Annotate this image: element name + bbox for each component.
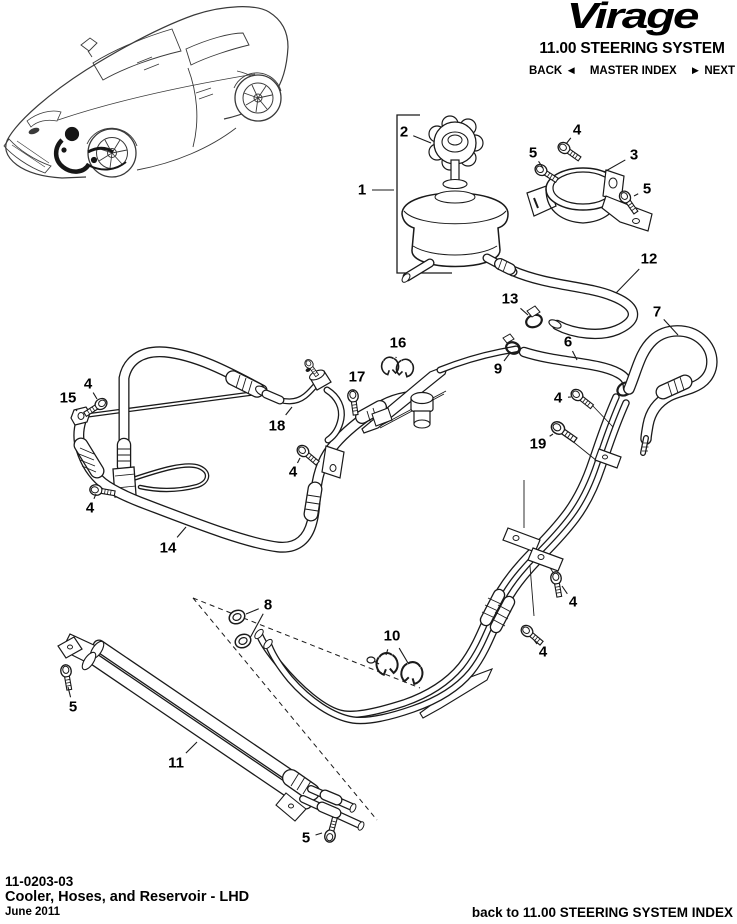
- callout-5: 5: [528, 144, 538, 162]
- leader-line-8: [249, 613, 264, 639]
- callout-18: 18: [268, 417, 286, 435]
- leader-line-4: [533, 639, 538, 645]
- footer-index-link[interactable]: back to 11.00 STEERING SYSTEM INDEX: [471, 905, 733, 920]
- document-title: Cooler, Hoses, and Reservoir - LHD: [5, 889, 250, 906]
- hose-clip-9: [502, 333, 521, 355]
- reservoir: [396, 114, 518, 283]
- callout-4: 4: [288, 463, 298, 481]
- leader-line-4: [296, 457, 301, 464]
- callout-9: 9: [493, 360, 503, 378]
- callout-2: 2: [399, 123, 409, 141]
- fasteners: [59, 139, 641, 844]
- leader-line-2: [413, 135, 432, 144]
- leader-line-7: [663, 319, 679, 336]
- callout-7: 7: [652, 303, 662, 321]
- hose-7: [623, 325, 718, 456]
- vehicle-illustration: [3, 6, 289, 179]
- callout-6: 6: [563, 333, 573, 351]
- hose-14-assembly: [70, 346, 412, 553]
- pipe-18-assembly: [261, 345, 520, 444]
- reservoir-clamp: [526, 167, 653, 232]
- callout-12: 12: [640, 250, 658, 268]
- callout-5: 5: [301, 829, 311, 847]
- next-arrow-icon: ►: [689, 65, 702, 77]
- leader-line-14: [176, 526, 187, 538]
- leader-line-3: [603, 159, 626, 173]
- callout-4: 4: [538, 643, 548, 661]
- callout-5: 5: [68, 698, 78, 716]
- callout-4: 4: [85, 499, 95, 517]
- leader-line-8: [245, 608, 259, 615]
- header: Virage 11.00 STEERING SYSTEM BACK ◄ MAST…: [529, 0, 735, 77]
- leader-line-5: [633, 193, 639, 197]
- header-nav: BACK ◄ MASTER INDEX ► NEXT: [529, 65, 735, 77]
- callout-17: 17: [348, 368, 366, 386]
- callout-bracket-1: [396, 114, 452, 274]
- leader-line-4: [561, 585, 568, 595]
- leader-line-11: [185, 741, 198, 754]
- section-title: 11.00 STEERING SYSTEM: [539, 40, 725, 57]
- callout-11: 11: [168, 754, 184, 772]
- leader-line-5: [67, 686, 72, 698]
- callout-14: 14: [159, 539, 177, 557]
- callout-4: 4: [553, 389, 563, 407]
- nav-back-link[interactable]: BACK ◄: [529, 65, 577, 77]
- callout-16: 16: [389, 334, 407, 352]
- nav-master-index-link[interactable]: MASTER INDEX: [589, 65, 677, 77]
- callout-3: 3: [629, 146, 639, 164]
- callout-8: 8: [263, 596, 273, 614]
- callout-1: 1: [357, 181, 367, 199]
- leader-line-10: [385, 649, 389, 656]
- callout-10: 10: [383, 627, 401, 645]
- callout-5: 5: [642, 180, 652, 198]
- callout-13: 13: [501, 290, 519, 308]
- leader-line-19: [549, 433, 554, 437]
- document-date: June 2011: [5, 905, 60, 918]
- callout-4: 4: [83, 375, 93, 393]
- cooler: [57, 633, 365, 831]
- callout-4: 4: [572, 121, 582, 139]
- leader-line-5: [315, 832, 323, 836]
- leader-line-10: [398, 647, 409, 664]
- virage-logo: Virage: [566, 0, 700, 37]
- footer-document-info: 11-0203-03 Cooler, Hoses, and Reservoir …: [5, 874, 249, 919]
- leader-line-9: [503, 352, 511, 362]
- leader-line-4: [93, 493, 97, 500]
- leader-line-4: [92, 392, 98, 400]
- nav-next-link[interactable]: ► NEXT: [689, 65, 735, 77]
- leader-line-13: [520, 307, 529, 316]
- cooler-pipes: [254, 393, 630, 725]
- hose-clamp-13: [525, 305, 543, 329]
- back-arrow-icon: ◄: [565, 65, 577, 77]
- leader-line-12: [615, 268, 640, 294]
- leader-line-5: [538, 161, 544, 169]
- riser-bracket: [321, 445, 345, 479]
- leader-line-4: [565, 137, 572, 145]
- steering-system-highlight: [53, 126, 127, 174]
- hose-12: [507, 265, 639, 340]
- callout-19: 19: [529, 435, 547, 453]
- leader-line-18: [285, 406, 293, 416]
- callout-4: 4: [568, 593, 578, 611]
- leader-line-6: [571, 350, 578, 361]
- document-number: 11-0203-03: [5, 873, 74, 889]
- leader-line-15: [75, 409, 78, 412]
- rear-wheel: [234, 74, 282, 122]
- callout-15: 15: [59, 389, 77, 407]
